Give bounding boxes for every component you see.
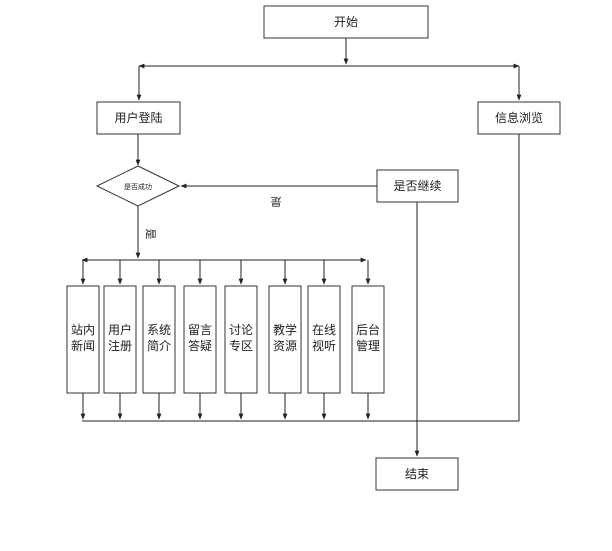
start-label: 开始: [334, 15, 358, 29]
login-label: 用户登陆: [114, 110, 162, 125]
end-node: 结束: [375, 457, 459, 491]
success-yes-label: 是: [144, 229, 157, 240]
continue-yes-label: 是: [271, 195, 282, 208]
module-label: 专区: [229, 338, 253, 353]
success-check-label: 是否成功: [124, 182, 152, 191]
module-box: [224, 285, 258, 394]
module-box: [268, 285, 302, 394]
browse-label: 信息浏览: [495, 110, 543, 125]
module-label: 简介: [147, 339, 171, 353]
module-box: [351, 285, 385, 394]
module-label: 留言: [188, 323, 212, 337]
module-box: [307, 285, 341, 394]
module-box: [142, 285, 176, 394]
module-label: 在线: [312, 323, 336, 337]
module-label: 站内: [71, 323, 95, 337]
module-label: 系统: [147, 323, 171, 337]
module-box: [183, 285, 217, 394]
continue-label: 是否继续: [393, 179, 441, 193]
module-label: 答疑: [188, 338, 212, 353]
module-label: 管理: [356, 338, 380, 353]
module-label: 讨论: [229, 323, 253, 337]
module-label: 视听: [312, 338, 336, 353]
module-box: [66, 285, 100, 394]
module-label: 用户: [108, 322, 132, 337]
module-label: 注册: [108, 338, 132, 353]
module-label: 教学: [273, 322, 297, 337]
continue-node: 是否继续: [376, 169, 459, 203]
end-label: 结束: [405, 467, 429, 481]
module-label: 后台: [356, 322, 380, 337]
browse-node: 信息浏览: [477, 101, 561, 135]
login-node: 用户登陆: [96, 101, 181, 135]
start-node: 开始: [263, 5, 429, 39]
success-decision: 是否成功: [95, 165, 181, 207]
module-label: 新闻: [71, 338, 95, 353]
module-box: [103, 285, 137, 394]
module-label: 资源: [273, 339, 297, 353]
